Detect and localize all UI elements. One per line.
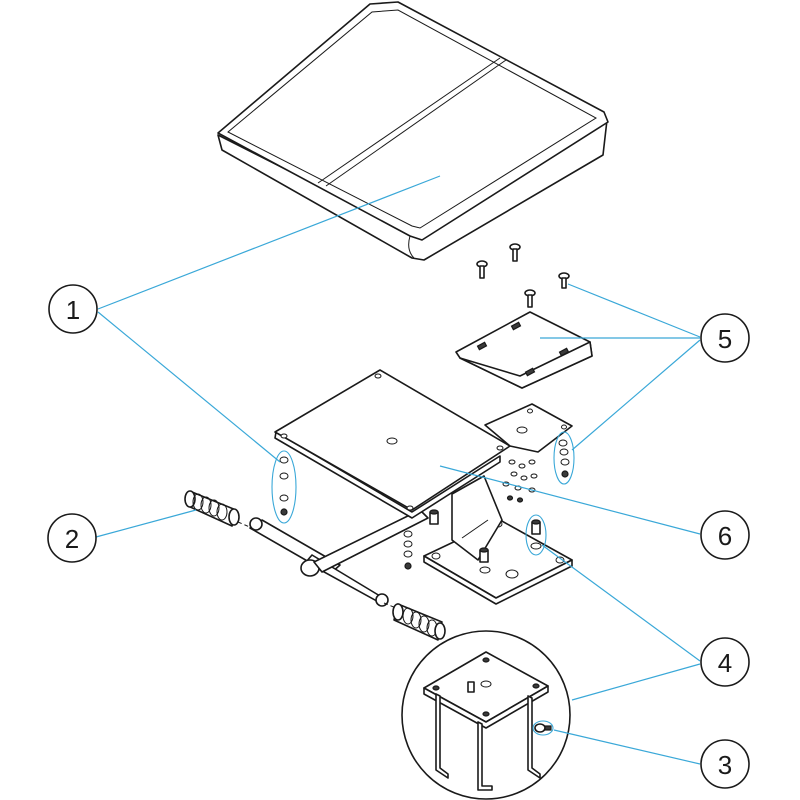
leader-1a	[97, 175, 441, 310]
seat-cushion	[217, 1, 609, 261]
leader-5c	[571, 339, 701, 451]
bolt	[429, 509, 439, 525]
washer-cluster	[502, 459, 538, 503]
leader-3	[553, 729, 701, 765]
screw-set-top	[476, 243, 570, 308]
small-bolt	[534, 723, 552, 733]
leader-2	[95, 509, 197, 538]
callout-1: 1	[48, 284, 98, 334]
callout-6: 6	[700, 510, 750, 560]
callout-number: 5	[718, 324, 732, 354]
group-ellipse-bolt	[525, 514, 547, 556]
screw	[558, 272, 570, 289]
callout-4: 4	[700, 637, 750, 687]
callout-number: 1	[66, 295, 80, 325]
screw	[476, 260, 488, 279]
leader-4b	[571, 663, 701, 701]
callout-number: 3	[718, 750, 732, 780]
group-ellipse-right	[553, 431, 575, 485]
leader-5a	[567, 283, 701, 338]
callout-number: 2	[65, 524, 79, 554]
leader-4a	[541, 544, 701, 662]
callout-2: 2	[47, 513, 97, 563]
leader-6	[439, 465, 701, 535]
washer-stack-center	[403, 530, 413, 570]
callout-number: 4	[718, 648, 732, 678]
screw	[524, 289, 536, 308]
leader-lines	[95, 175, 701, 765]
washer-stack-left	[279, 456, 289, 516]
handle-grip-left	[184, 490, 240, 527]
bolt	[479, 547, 489, 563]
handle-grip-right	[392, 603, 446, 641]
leader-1b	[97, 311, 281, 463]
bolt-washer-4	[530, 519, 542, 550]
base-frame	[249, 369, 573, 607]
callout-number: 6	[718, 521, 732, 551]
callout-5: 5	[700, 313, 750, 363]
washer-stack-right	[558, 439, 570, 478]
detail-view	[401, 630, 571, 800]
callout-3: 3	[700, 739, 750, 789]
screw	[509, 243, 521, 262]
highlight-groups	[271, 431, 575, 736]
mount-plate	[455, 311, 593, 389]
group-ellipse-left	[271, 450, 297, 524]
group-ellipse-small-bolt	[532, 720, 554, 736]
